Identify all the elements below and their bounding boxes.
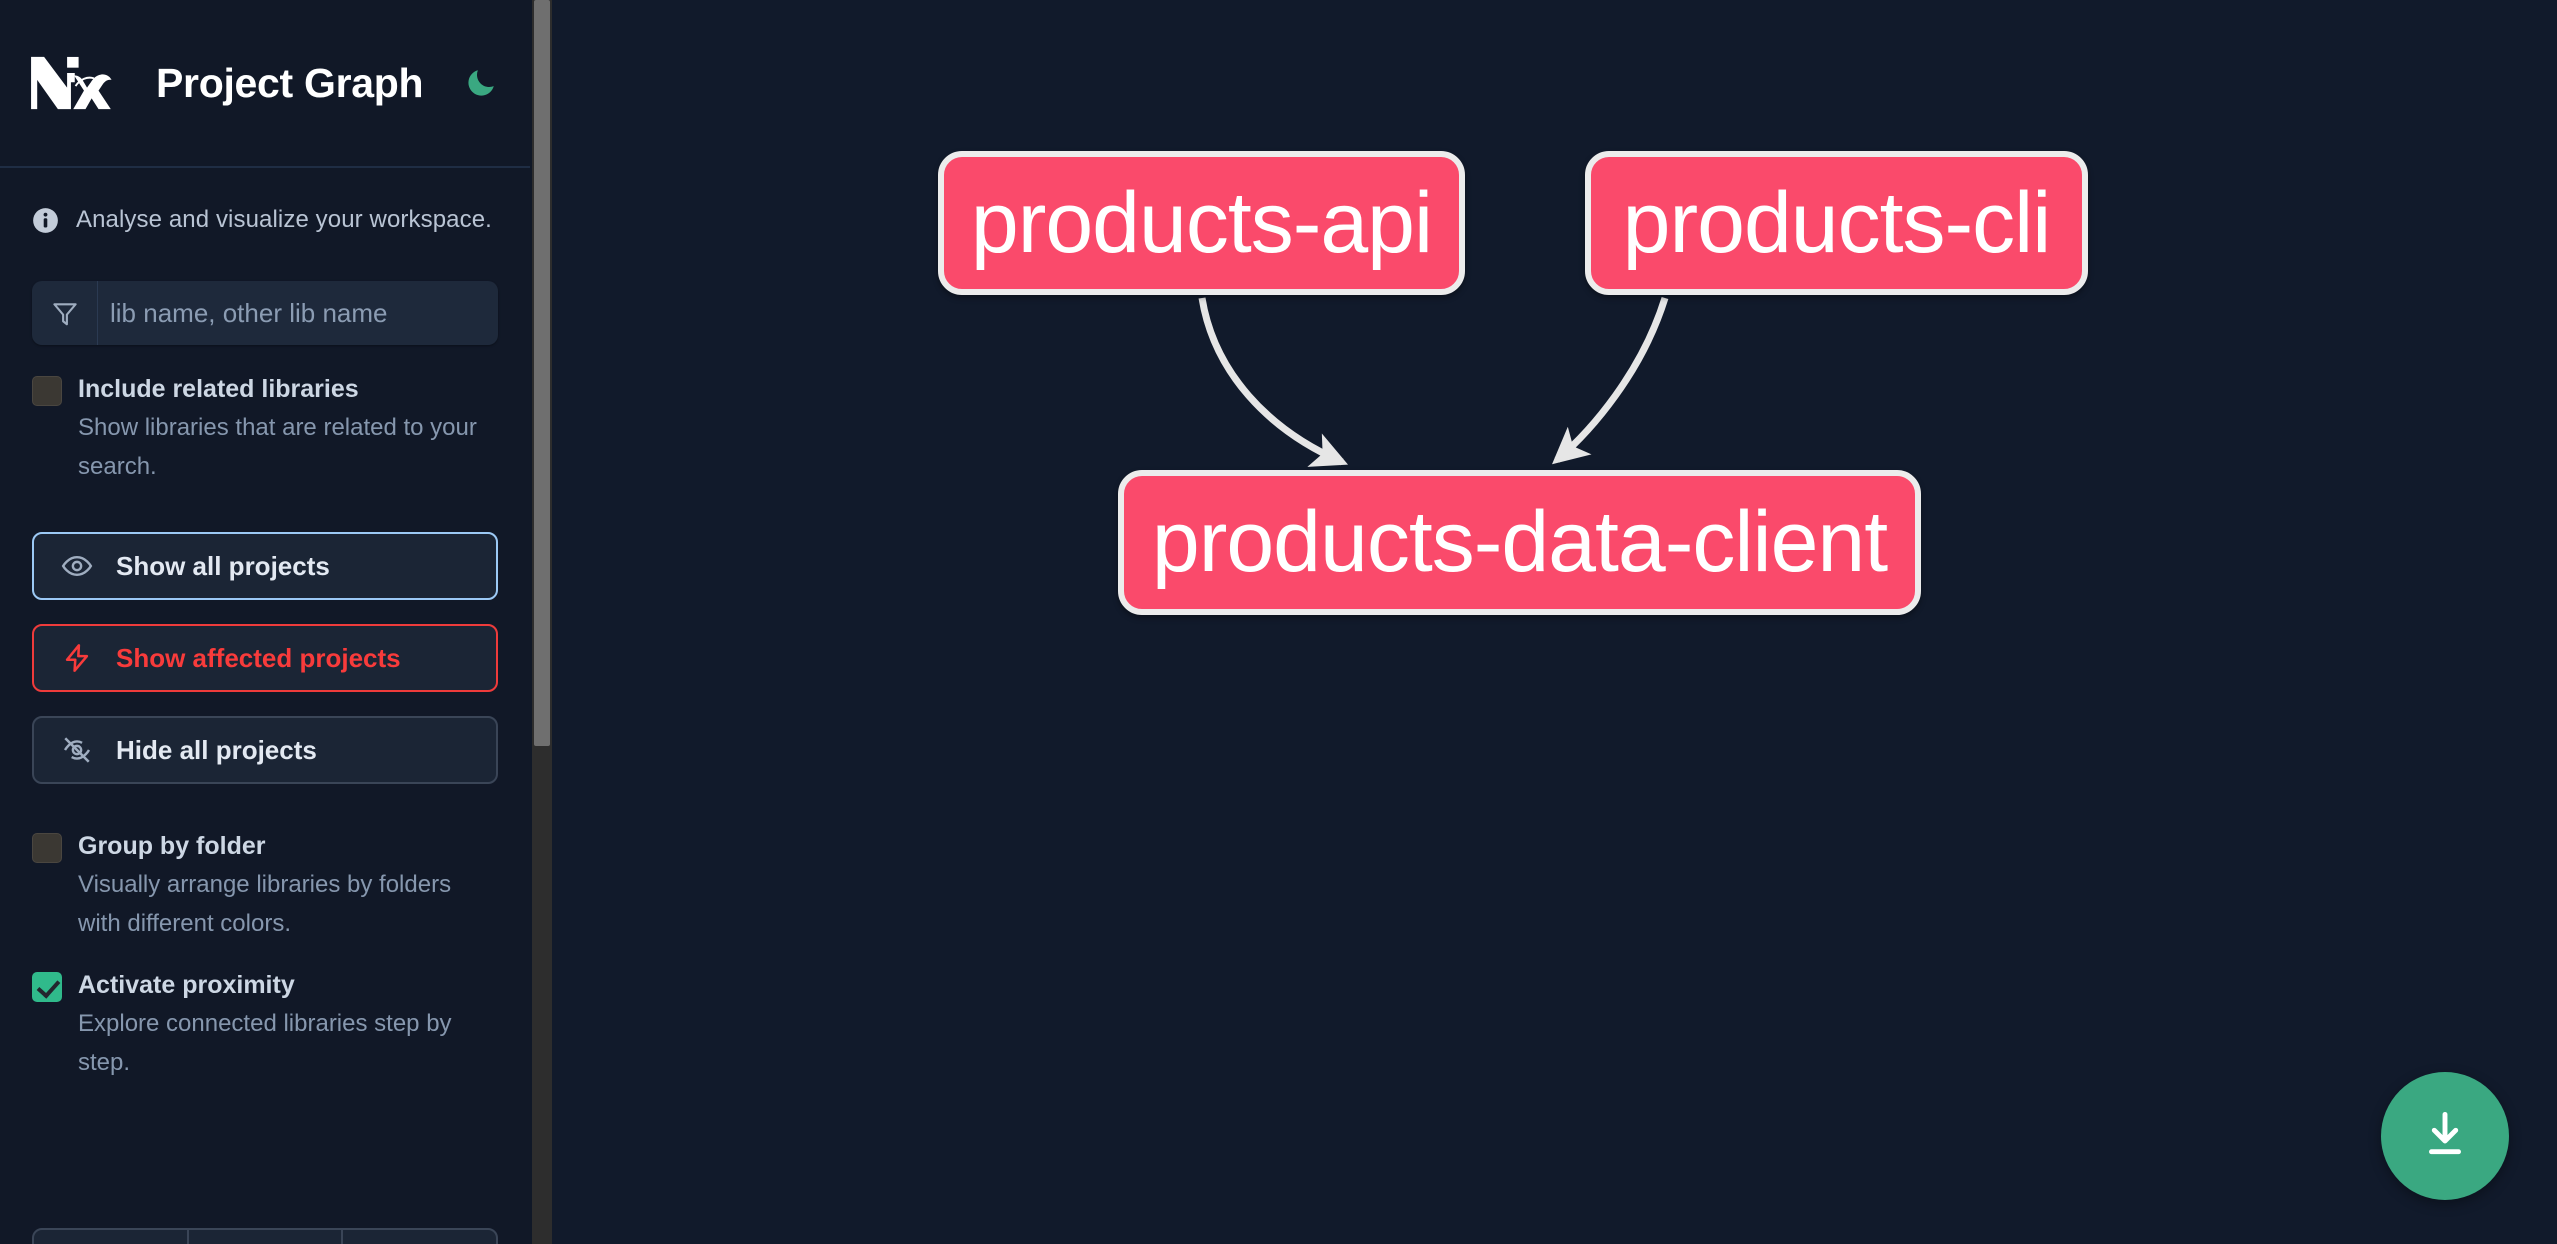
sidebar-scrollbar-thumb[interactable] <box>534 0 550 746</box>
tagline-text: Analyse and visualize your workspace. <box>76 206 492 233</box>
option-description: Show libraries that are related to your … <box>78 414 477 480</box>
filter-bar <box>32 281 498 345</box>
button-label: Hide all projects <box>116 734 317 765</box>
moon-icon[interactable] <box>461 63 501 103</box>
workspace-tagline: Analyse and visualize your workspace. <box>32 206 498 234</box>
show-all-projects-button[interactable]: Show all projects <box>32 532 498 600</box>
option-title: Include related libraries <box>78 375 359 403</box>
option-description: Explore connected libraries step by step… <box>78 1010 452 1076</box>
segment-1[interactable] <box>34 1230 189 1244</box>
sidebar-body: Analyse and visualize your workspace. In… <box>0 206 530 1082</box>
edge-products-api-to-products-data-client <box>1198 297 1349 467</box>
node-label: products-cli <box>1622 174 2052 271</box>
hide-all-projects-button[interactable]: Hide all projects <box>32 716 498 784</box>
option-include-related-libraries: Include related libraries Show libraries… <box>32 373 498 486</box>
graph-node-products-api[interactable]: products-api <box>938 151 1465 295</box>
download-icon <box>2417 1106 2473 1167</box>
lightning-icon <box>60 641 94 675</box>
sidebar-header: Project Graph <box>0 0 530 168</box>
edge-products-cli-to-products-data-client <box>1552 296 1669 465</box>
search-input[interactable] <box>98 281 498 345</box>
funnel-icon[interactable] <box>32 281 98 345</box>
button-label: Show affected projects <box>116 642 401 673</box>
proximity-segmented-control[interactable] <box>32 1228 498 1244</box>
eye-icon <box>60 549 94 583</box>
info-icon <box>32 207 59 234</box>
page-title: Project Graph <box>156 59 424 106</box>
button-label: Show all projects <box>116 550 330 581</box>
option-activate-proximity: Activate proximity Explore connected lib… <box>32 969 498 1082</box>
option-title: Group by folder <box>78 832 266 860</box>
node-label: products-data-client <box>1151 494 1888 590</box>
graph-node-products-cli[interactable]: products-cli <box>1585 151 2088 295</box>
option-title: Activate proximity <box>78 971 295 999</box>
activate-proximity-checkbox[interactable] <box>32 972 62 1002</box>
graph-node-products-data-client[interactable]: products-data-client <box>1118 470 1921 615</box>
include-related-libraries-checkbox[interactable] <box>32 376 62 406</box>
option-group-by-folder: Group by folder Visually arrange librari… <box>32 830 498 943</box>
nx-logo <box>28 52 120 114</box>
group-by-folder-checkbox[interactable] <box>32 833 62 863</box>
download-graph-button[interactable] <box>2381 1072 2509 1200</box>
graph-canvas[interactable]: products-api products-cli products-data-… <box>552 0 2557 1244</box>
node-label: products-api <box>970 174 1433 271</box>
show-affected-projects-button[interactable]: Show affected projects <box>32 624 498 692</box>
segment-2[interactable] <box>189 1230 344 1244</box>
graph-edges <box>1198 296 1669 467</box>
segment-3[interactable] <box>343 1230 496 1244</box>
eye-off-icon <box>60 733 94 767</box>
option-description: Visually arrange libraries by folders wi… <box>78 871 452 937</box>
sidebar: Project Graph Analyse and visualize your… <box>0 0 530 1244</box>
